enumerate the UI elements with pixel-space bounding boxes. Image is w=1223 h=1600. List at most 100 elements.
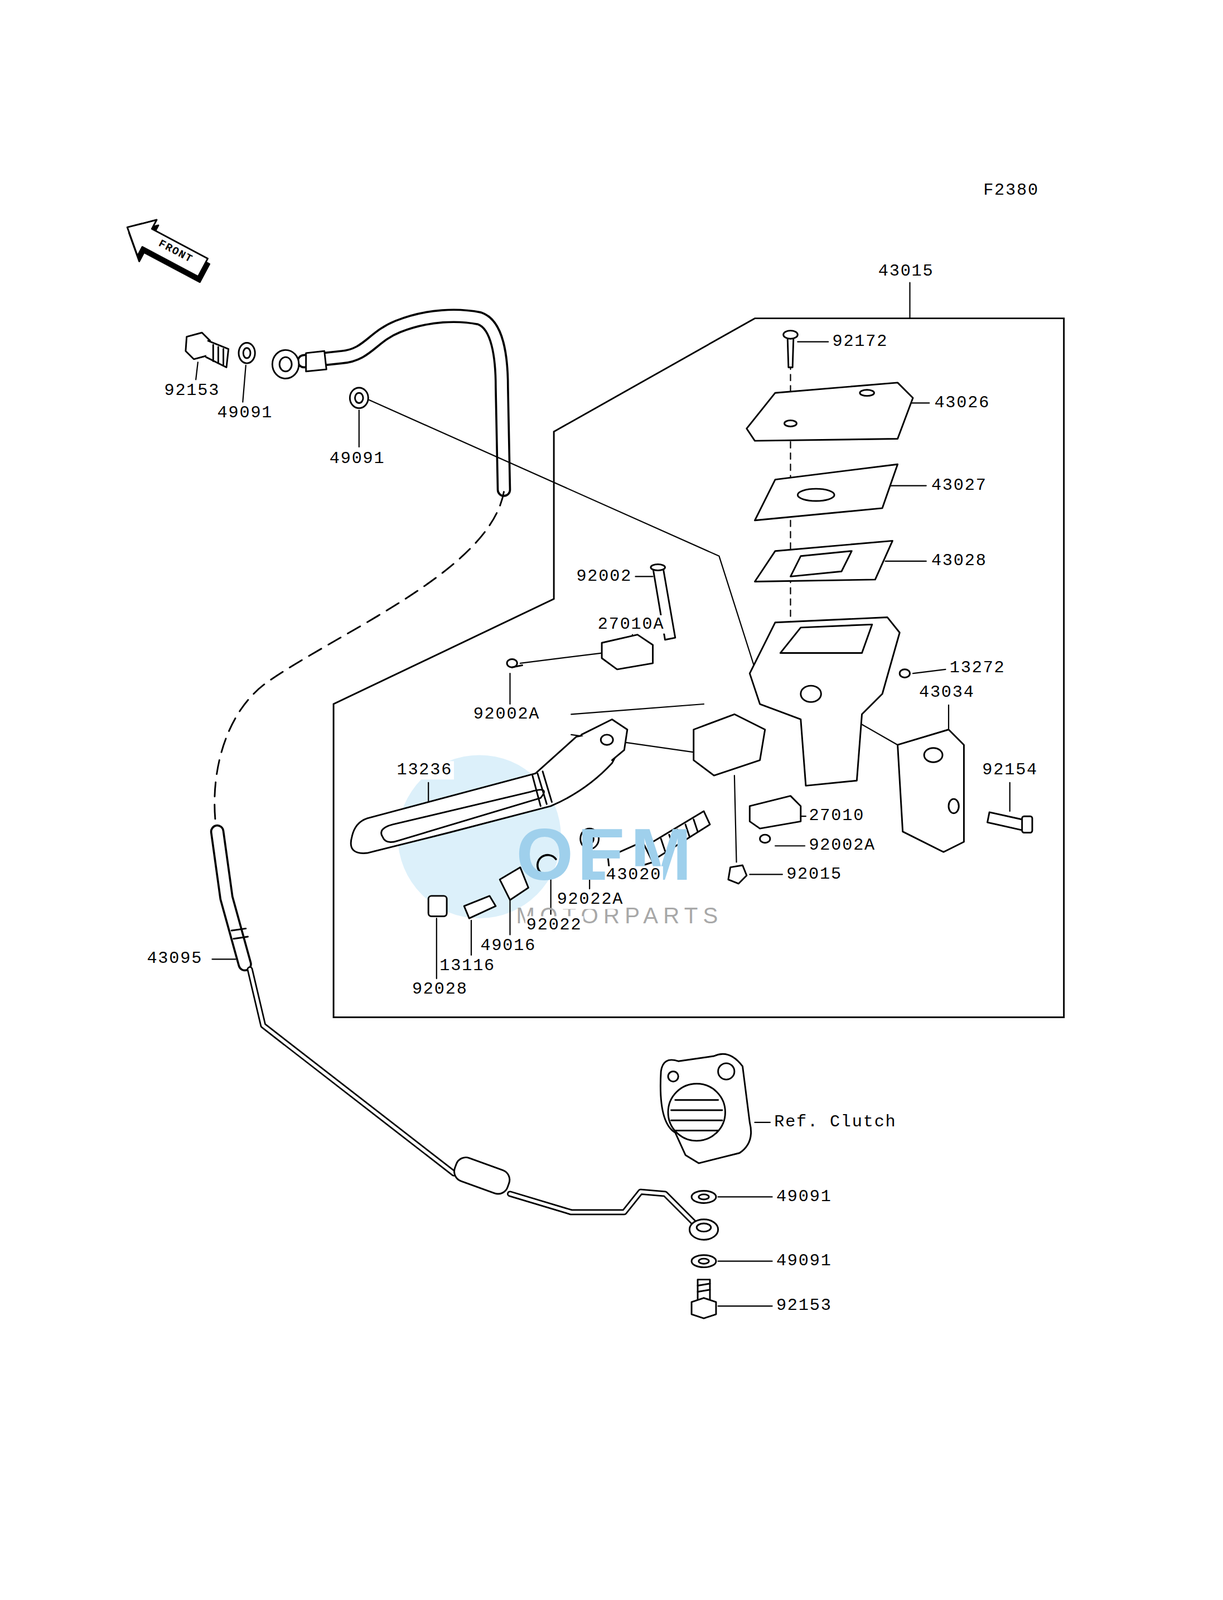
piston-parts-shape: [428, 895, 447, 917]
master-cylinder-shape: [784, 420, 797, 427]
banjo-bolt-bottom-shape: [696, 1223, 712, 1232]
leader-lines-shape: [635, 575, 653, 577]
clutch-lever-shape: [600, 734, 613, 745]
clutch-lever-shape: [532, 771, 553, 806]
clutch-hose-shape: [272, 349, 299, 379]
leader-lines-shape: [749, 873, 783, 875]
callout-number: 27010A: [596, 615, 666, 634]
assembly-number: 43015: [877, 262, 935, 281]
leader-lines-shape: [887, 485, 927, 487]
leader-lines-shape: [797, 341, 829, 343]
callout-number: 92153: [163, 381, 221, 400]
clutch-slave-cylinder-shape: [668, 1083, 725, 1140]
master-cylinder-shape: [601, 634, 653, 670]
clutch-hose-shape: [249, 969, 696, 1225]
leader-lines-shape: [718, 1260, 773, 1262]
banjo-bolt-bottom-shape: [697, 1279, 710, 1300]
master-cylinder-shape: [897, 729, 965, 852]
callout-number: 13236: [395, 760, 454, 780]
callout-number: 43095: [146, 949, 204, 969]
clutch-hose-shape: [249, 969, 696, 1225]
master-cylinder-shape: [924, 747, 943, 763]
callout-number: 92172: [831, 332, 889, 351]
master-cylinder-shape: [948, 798, 959, 814]
clutch-hose-shape: [217, 831, 245, 965]
master-cylinder-shape: [754, 540, 893, 582]
leader-lines-shape: [369, 399, 755, 669]
callout-number: 13116: [438, 956, 496, 975]
leader-lines-shape: [571, 703, 704, 714]
clutch-hose-shape: [231, 927, 246, 931]
master-cylinder-shape: [780, 624, 873, 653]
clutch-hose-shape: [306, 350, 327, 372]
leader-lines-shape: [775, 844, 805, 847]
callout-number: 13272: [948, 658, 1007, 678]
leader-lines-shape: [734, 775, 737, 862]
banjo-bolt-top-shape: [238, 342, 255, 364]
callout-number: 92015: [785, 864, 843, 884]
leader-lines: [195, 282, 1010, 1307]
banjo-bolt-bottom-shape: [689, 1219, 718, 1240]
clutch-hose-shape: [279, 356, 292, 372]
master-cylinder-shape: [746, 382, 913, 441]
leader-lines-shape: [436, 917, 438, 979]
leader-lines-shape: [909, 282, 911, 319]
clutch-hose-shape: [233, 936, 249, 939]
callout-number: 43027: [930, 476, 988, 495]
leader-lines-shape: [718, 1304, 773, 1307]
master-cylinder-shape: [899, 669, 910, 678]
clutch-slave-cylinder-shape: [718, 1062, 735, 1080]
leader-lines-shape: [211, 958, 236, 960]
leader-lines-shape: [509, 673, 511, 704]
leader-lines-shape: [754, 1121, 770, 1123]
banjo-bolt-top-shape: [243, 347, 251, 359]
assembly-border-line: [333, 318, 1065, 1018]
banjo-bolt-bottom-shape: [691, 1190, 717, 1203]
master-cylinder-shape: [987, 811, 1027, 831]
callout-number: F2380: [982, 181, 1040, 200]
callout-number: 43028: [930, 551, 988, 570]
leader-lines-shape: [509, 899, 511, 935]
banjo-bolt-bottom-shape: [698, 1194, 709, 1200]
callout-number: 92153: [775, 1296, 833, 1316]
clutch-slave-cylinder-shape: [668, 1070, 679, 1081]
callout-number: 49091: [775, 1251, 833, 1270]
callout-number: 49016: [479, 936, 538, 955]
master-cylinder-shape: [650, 563, 666, 570]
banjo-bolt-bottom-shape: [697, 1283, 710, 1292]
piston-parts: [428, 810, 710, 918]
callout-number: 49091: [775, 1187, 833, 1206]
master-cylinder-shape: [754, 463, 898, 521]
master-cylinder-shape: [728, 864, 747, 884]
leader-lines-shape: [195, 361, 198, 380]
clutch-slave-cylinder-shape: [660, 1053, 751, 1163]
callout-number: 27010: [808, 806, 866, 826]
leader-lines-shape: [912, 669, 946, 674]
banjo-bolt-bottom-shape: [698, 1258, 709, 1264]
reference-note: Ref. Clutch: [772, 1112, 898, 1131]
master-cylinder-shape: [859, 389, 875, 396]
master-cylinder-shape: [511, 665, 522, 668]
leader-lines-shape: [1009, 782, 1011, 811]
callout-number: 43034: [917, 683, 976, 702]
callout-number: 92154: [981, 760, 1039, 780]
callout-number: 49091: [328, 449, 386, 468]
banjo-bolt-bottom-shape: [691, 1254, 717, 1268]
banjo-bolt-top-shape: [213, 344, 224, 366]
leader-lines-shape: [948, 704, 950, 731]
callout-number: 92002A: [808, 836, 877, 855]
clutch-hose-shape: [303, 315, 504, 490]
clutch-hose-shape: [217, 831, 245, 965]
master-cylinder-shape: [693, 713, 766, 776]
front-arrow-shape: [117, 209, 213, 286]
leader-lines-shape: [427, 782, 429, 804]
leader-lines-shape: [242, 365, 246, 403]
leader-lines-shape: [470, 920, 472, 955]
clutch-slave-cylinder: [660, 1053, 751, 1163]
master-cylinder-shape: [749, 617, 900, 786]
master-cylinder-shape: [1022, 815, 1033, 833]
parts-illustration-shape: [115, 209, 1033, 1318]
clutch-hose: [214, 315, 696, 1225]
